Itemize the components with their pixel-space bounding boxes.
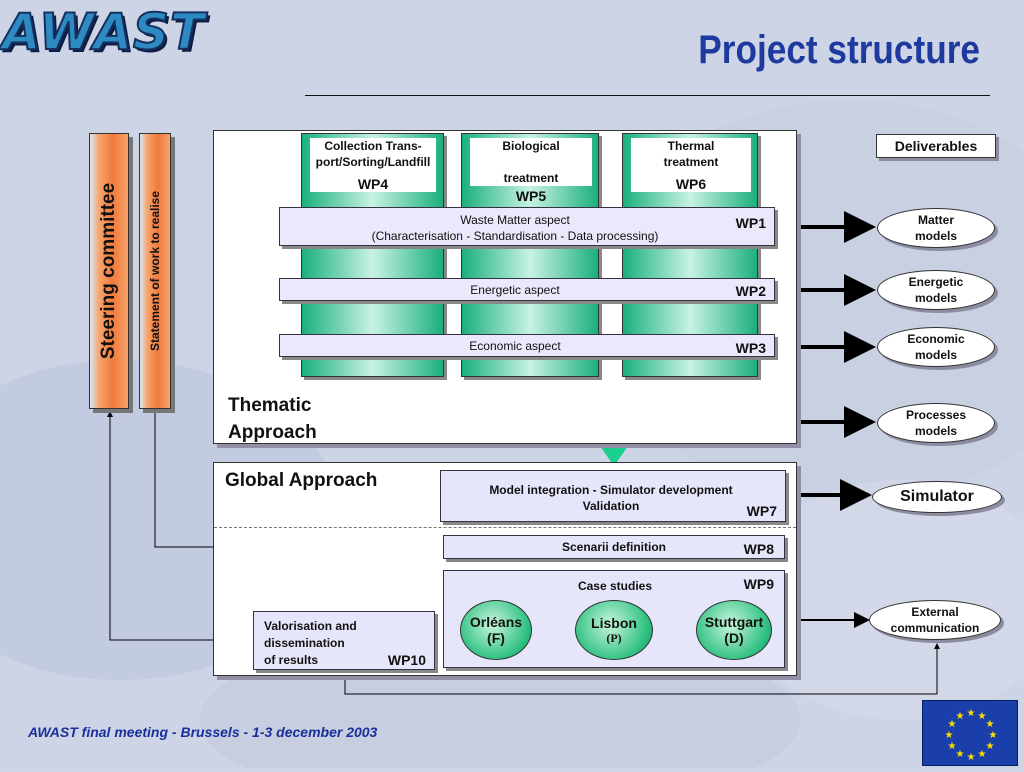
wp5-code: WP5 bbox=[515, 188, 547, 204]
wp9-code: WP9 bbox=[743, 576, 774, 592]
footer-text: AWAST final meeting - Brussels - 1-3 dec… bbox=[28, 724, 378, 740]
deliverable-external-communication: External communication bbox=[869, 600, 1001, 640]
thematic-label-line2: Approach bbox=[228, 422, 317, 443]
deliverables-header: Deliverables bbox=[876, 134, 996, 158]
svg-text:★: ★ bbox=[967, 752, 976, 763]
lisbon-country: (P) bbox=[606, 630, 622, 645]
wp7-code: WP7 bbox=[746, 503, 777, 519]
eu-flag-logo: ★ ★ ★ ★ ★ ★ ★ ★ ★ ★ ★ ★ bbox=[922, 700, 1018, 766]
thematic-label-line1: Thematic bbox=[228, 395, 312, 416]
stuttgart-country: (D) bbox=[724, 630, 744, 646]
aspect-bar-wp3: Economic aspect WP3 bbox=[279, 334, 775, 357]
deliverable-matter-models: Matter models bbox=[877, 208, 995, 248]
case-study-orleans[interactable]: Orléans (F) bbox=[460, 600, 532, 660]
wp10-box: Valorisation and dissemination of result… bbox=[253, 611, 435, 670]
wp10-line1: Valorisation and bbox=[264, 619, 357, 633]
svg-text:★: ★ bbox=[978, 711, 987, 722]
external-communication-line1: External bbox=[911, 605, 959, 619]
orleans-country: (F) bbox=[487, 630, 505, 646]
svg-text:★: ★ bbox=[986, 719, 995, 730]
deliverable-simulator: Simulator bbox=[872, 481, 1002, 513]
waste-matter-aspect-detail: (Characterisation - Standardisation - Da… bbox=[371, 229, 659, 243]
column-wp4-label: Collection Trans- port/Sorting/Landfill … bbox=[310, 138, 436, 192]
svg-text:★: ★ bbox=[948, 741, 957, 752]
thematic-approach-label: Thematic Approach bbox=[228, 392, 317, 446]
wp7-line2: Validation bbox=[582, 499, 640, 513]
processes-models-line2: models bbox=[914, 424, 957, 438]
wp4-code: WP4 bbox=[357, 176, 389, 192]
wp2-code: WP2 bbox=[735, 283, 766, 299]
eu-stars-icon: ★ ★ ★ ★ ★ ★ ★ ★ ★ ★ ★ ★ bbox=[945, 708, 998, 763]
energetic-aspect-label: Energetic aspect bbox=[470, 283, 560, 297]
svg-text:★: ★ bbox=[978, 749, 987, 760]
deliverable-energetic-models: Energetic models bbox=[877, 270, 995, 310]
wp7-box: Model integration - Simulator developmen… bbox=[440, 470, 786, 522]
wp9-box: Case studies WP9 Orléans (F) Lisbon (P) … bbox=[443, 570, 785, 668]
wp6-code: WP6 bbox=[675, 176, 707, 192]
column-wp6-line2: treatment bbox=[663, 155, 719, 169]
column-wp6-label: Thermal treatment WP6 bbox=[631, 138, 751, 192]
economic-models-line1: Economic bbox=[907, 332, 965, 346]
wp3-code: WP3 bbox=[735, 340, 766, 356]
aspect-bar-wp1: Waste Matter aspect (Characterisation - … bbox=[279, 207, 775, 246]
steering-committee-label: Steering committee bbox=[98, 182, 119, 360]
svg-text:★: ★ bbox=[956, 749, 965, 760]
column-wp4-line2: port/Sorting/Landfill bbox=[315, 155, 431, 169]
svg-text:★: ★ bbox=[945, 730, 954, 741]
wp10-code: WP10 bbox=[387, 652, 426, 668]
svg-text:★: ★ bbox=[989, 730, 998, 741]
energetic-models-line2: models bbox=[914, 291, 957, 305]
matter-models-line2: models bbox=[914, 229, 957, 243]
energetic-models-line1: Energetic bbox=[908, 275, 964, 289]
column-wp6-line1: Thermal bbox=[667, 139, 715, 153]
column-wp4-line1: Collection Trans- bbox=[324, 139, 422, 153]
column-wp5-label: Biological treatment bbox=[470, 138, 592, 186]
svg-text:★: ★ bbox=[967, 708, 976, 719]
case-studies-label: Case studies bbox=[577, 579, 653, 593]
scenarii-definition-label: Scenarii definition bbox=[561, 540, 666, 554]
aspect-bar-wp2: Energetic aspect WP2 bbox=[279, 278, 775, 301]
matter-models-line1: Matter bbox=[917, 213, 954, 227]
awast-logo: AWAST bbox=[1, 2, 206, 62]
wp8-code: WP8 bbox=[743, 541, 774, 557]
wp8-box: Scenarii definition WP8 bbox=[443, 535, 785, 559]
global-divider bbox=[214, 527, 796, 528]
stuttgart-name: Stuttgart bbox=[704, 614, 764, 630]
svg-text:★: ★ bbox=[986, 741, 995, 752]
title-divider bbox=[305, 95, 990, 96]
page-title: Project structure bbox=[698, 28, 980, 72]
deliverable-economic-models: Economic models bbox=[877, 327, 995, 367]
waste-matter-aspect-label: Waste Matter aspect bbox=[460, 213, 570, 227]
steering-committee-box: Steering committee bbox=[89, 133, 129, 409]
case-study-lisbon[interactable]: Lisbon (P) bbox=[575, 600, 653, 660]
svg-text:★: ★ bbox=[956, 711, 965, 722]
column-wp5-line1: Biological bbox=[502, 139, 560, 153]
column-wp5-line2: treatment bbox=[503, 171, 559, 185]
economic-models-line2: models bbox=[914, 348, 957, 362]
wp7-line1: Model integration - Simulator developmen… bbox=[489, 483, 733, 497]
svg-text:★: ★ bbox=[948, 719, 957, 730]
wp10-line3: of results bbox=[264, 653, 319, 667]
orleans-name: Orléans bbox=[469, 614, 523, 630]
case-study-stuttgart[interactable]: Stuttgart (D) bbox=[696, 600, 772, 660]
statement-of-work-box: Statement of work to realise bbox=[139, 133, 171, 409]
economic-aspect-label: Economic aspect bbox=[469, 339, 561, 353]
deliverable-processes-models: Processes models bbox=[877, 403, 995, 443]
lisbon-name: Lisbon bbox=[591, 614, 637, 631]
global-approach-label: Global Approach bbox=[225, 470, 378, 491]
wp1-code: WP1 bbox=[735, 215, 766, 231]
processes-models-line1: Processes bbox=[905, 408, 967, 422]
statement-of-work-label: Statement of work to realise bbox=[148, 190, 162, 352]
wp10-line2: dissemination bbox=[264, 636, 345, 650]
external-communication-line2: communication bbox=[890, 621, 980, 635]
